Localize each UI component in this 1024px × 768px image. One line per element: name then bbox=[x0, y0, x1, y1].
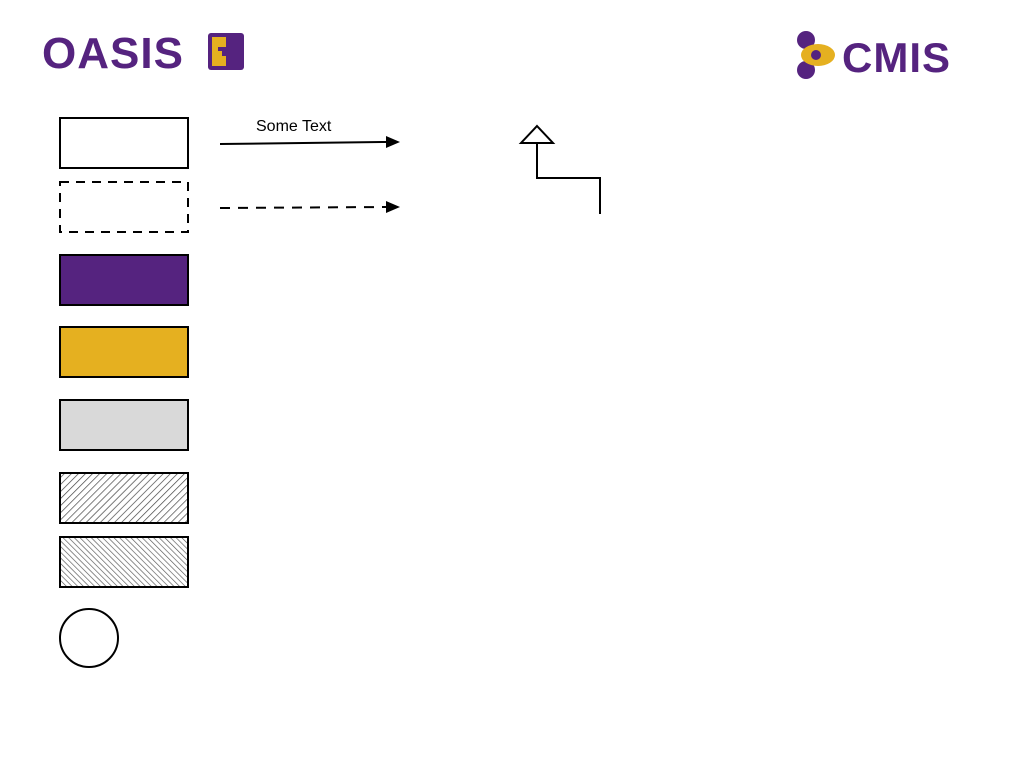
oasis-logo-text: OASIS bbox=[42, 29, 184, 78]
arrow-label: Some Text bbox=[256, 118, 332, 135]
oasis-logo-mark-icon bbox=[208, 33, 244, 70]
shape-purple-rectangle bbox=[59, 254, 189, 306]
hollow-triangle-arrowhead-icon bbox=[518, 124, 556, 144]
shape-hatched-rectangle-a bbox=[59, 472, 189, 524]
inheritance-connector bbox=[518, 124, 601, 214]
cmis-logo-mark-icon bbox=[797, 31, 835, 79]
shape-solid-rectangle bbox=[59, 117, 189, 169]
solid-arrow bbox=[219, 136, 400, 148]
shape-dashed-rectangle bbox=[59, 181, 189, 233]
cmis-logo-text: CMIS bbox=[842, 34, 951, 81]
shape-gray-rectangle bbox=[59, 399, 189, 451]
shape-gold-rectangle bbox=[59, 326, 189, 378]
cmis-logo: CMIS bbox=[797, 31, 951, 81]
oasis-logo: OASIS bbox=[42, 29, 244, 78]
dashed-arrow bbox=[219, 201, 400, 213]
shape-circle bbox=[59, 608, 119, 668]
shape-hatched-rectangle-b bbox=[59, 536, 189, 588]
